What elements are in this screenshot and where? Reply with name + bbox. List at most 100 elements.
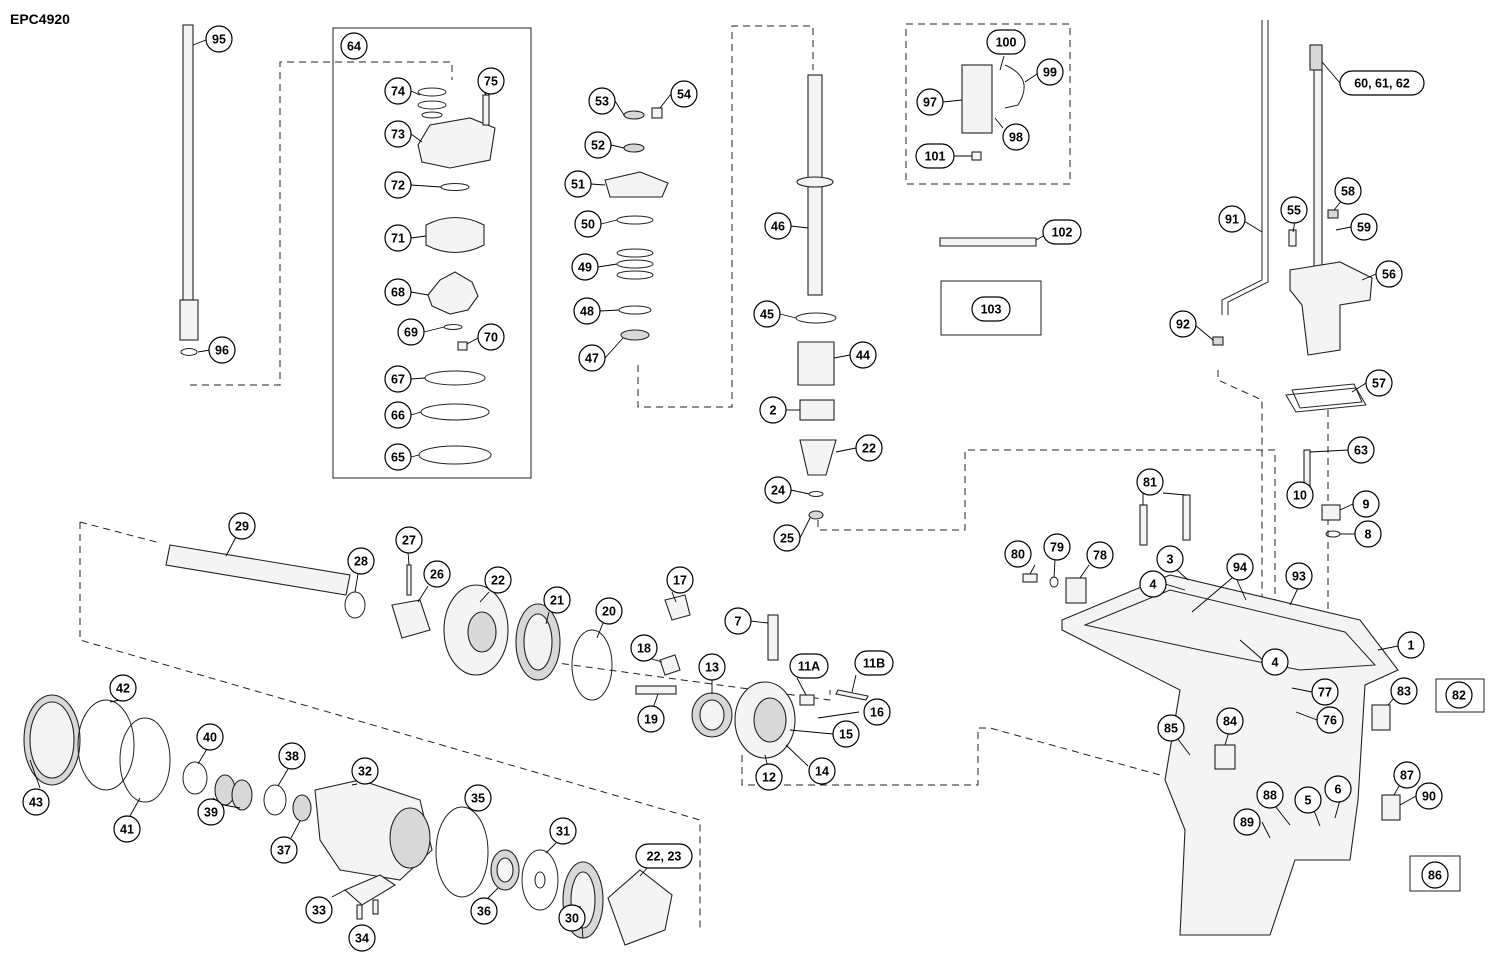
callout-64[interactable]: 64 xyxy=(340,32,368,60)
callout-39[interactable]: 39 xyxy=(197,798,225,826)
callout-78[interactable]: 78 xyxy=(1086,541,1114,569)
callout-60-61-62[interactable]: 60, 61, 62 xyxy=(1339,70,1425,96)
callout-93[interactable]: 93 xyxy=(1285,562,1313,590)
callout-52[interactable]: 52 xyxy=(584,131,612,159)
callout-65[interactable]: 65 xyxy=(384,443,412,471)
callout-48[interactable]: 48 xyxy=(573,297,601,325)
callout-1[interactable]: 1 xyxy=(1397,631,1425,659)
callout-84[interactable]: 84 xyxy=(1216,707,1244,735)
callout-68[interactable]: 68 xyxy=(384,278,412,306)
callout-17[interactable]: 17 xyxy=(666,566,694,594)
callout-92[interactable]: 92 xyxy=(1169,310,1197,338)
callout-82[interactable]: 82 xyxy=(1445,681,1473,709)
callout-56[interactable]: 56 xyxy=(1375,260,1403,288)
callout-71[interactable]: 71 xyxy=(384,224,412,252)
callout-75[interactable]: 75 xyxy=(477,67,505,95)
callout-45[interactable]: 45 xyxy=(753,300,781,328)
callout-26[interactable]: 26 xyxy=(423,560,451,588)
callout-73[interactable]: 73 xyxy=(384,120,412,148)
callout-79[interactable]: 79 xyxy=(1043,533,1071,561)
callout-30[interactable]: 30 xyxy=(558,904,586,932)
callout-58[interactable]: 58 xyxy=(1334,177,1362,205)
callout-85[interactable]: 85 xyxy=(1157,714,1185,742)
callout-28[interactable]: 28 xyxy=(347,547,375,575)
callout-41[interactable]: 41 xyxy=(113,815,141,843)
callout-3[interactable]: 3 xyxy=(1156,545,1184,573)
callout-80[interactable]: 80 xyxy=(1004,540,1032,568)
callout-70[interactable]: 70 xyxy=(477,323,505,351)
callout-9[interactable]: 9 xyxy=(1352,490,1380,518)
callout-22-pinion[interactable]: 22 xyxy=(855,434,883,462)
callout-89[interactable]: 89 xyxy=(1233,808,1261,836)
callout-42[interactable]: 42 xyxy=(109,674,137,702)
callout-88[interactable]: 88 xyxy=(1256,781,1284,809)
callout-14[interactable]: 14 xyxy=(808,757,836,785)
callout-103[interactable]: 103 xyxy=(971,296,1011,322)
callout-46[interactable]: 46 xyxy=(764,212,792,240)
callout-35[interactable]: 35 xyxy=(464,784,492,812)
callout-13[interactable]: 13 xyxy=(698,653,726,681)
callout-20[interactable]: 20 xyxy=(595,597,623,625)
callout-81[interactable]: 81 xyxy=(1136,468,1164,496)
callout-50[interactable]: 50 xyxy=(574,210,602,238)
callout-43[interactable]: 43 xyxy=(22,788,50,816)
callout-31[interactable]: 31 xyxy=(549,817,577,845)
callout-37[interactable]: 37 xyxy=(270,836,298,864)
callout-5[interactable]: 5 xyxy=(1294,786,1322,814)
callout-83[interactable]: 83 xyxy=(1390,677,1418,705)
callout-44[interactable]: 44 xyxy=(849,341,877,369)
callout-19[interactable]: 19 xyxy=(637,705,665,733)
callout-77[interactable]: 77 xyxy=(1311,678,1339,706)
callout-22-23[interactable]: 22, 23 xyxy=(635,843,693,869)
callout-27[interactable]: 27 xyxy=(395,526,423,554)
callout-97[interactable]: 97 xyxy=(916,88,944,116)
callout-67[interactable]: 67 xyxy=(384,365,412,393)
callout-32[interactable]: 32 xyxy=(351,757,379,785)
callout-21[interactable]: 21 xyxy=(543,586,571,614)
callout-87[interactable]: 87 xyxy=(1393,761,1421,789)
callout-38[interactable]: 38 xyxy=(278,742,306,770)
callout-11A[interactable]: 11A xyxy=(789,653,829,679)
callout-7[interactable]: 7 xyxy=(724,607,752,635)
callout-16[interactable]: 16 xyxy=(863,698,891,726)
callout-11B[interactable]: 11B xyxy=(854,650,894,676)
callout-6[interactable]: 6 xyxy=(1324,775,1352,803)
callout-91[interactable]: 91 xyxy=(1218,205,1246,233)
callout-34[interactable]: 34 xyxy=(348,924,376,952)
callout-63[interactable]: 63 xyxy=(1347,436,1375,464)
callout-40[interactable]: 40 xyxy=(196,723,224,751)
callout-15[interactable]: 15 xyxy=(832,720,860,748)
callout-29[interactable]: 29 xyxy=(228,512,256,540)
callout-51[interactable]: 51 xyxy=(564,170,592,198)
callout-18[interactable]: 18 xyxy=(630,634,658,662)
callout-59[interactable]: 59 xyxy=(1350,213,1378,241)
callout-72[interactable]: 72 xyxy=(384,171,412,199)
callout-99[interactable]: 99 xyxy=(1036,58,1064,86)
callout-69[interactable]: 69 xyxy=(397,318,425,346)
callout-24[interactable]: 24 xyxy=(764,476,792,504)
callout-102[interactable]: 102 xyxy=(1042,219,1082,245)
callout-2[interactable]: 2 xyxy=(759,396,787,424)
callout-86[interactable]: 86 xyxy=(1421,861,1449,889)
callout-90[interactable]: 90 xyxy=(1415,782,1443,810)
callout-25[interactable]: 25 xyxy=(773,524,801,552)
callout-95[interactable]: 95 xyxy=(205,25,233,53)
callout-98[interactable]: 98 xyxy=(1002,123,1030,151)
callout-100[interactable]: 100 xyxy=(986,29,1026,55)
callout-96[interactable]: 96 xyxy=(208,336,236,364)
callout-4-lower[interactable]: 4 xyxy=(1261,648,1289,676)
callout-4-upper[interactable]: 4 xyxy=(1139,570,1167,598)
callout-49[interactable]: 49 xyxy=(571,253,599,281)
callout-57[interactable]: 57 xyxy=(1365,369,1393,397)
callout-53[interactable]: 53 xyxy=(588,87,616,115)
callout-36[interactable]: 36 xyxy=(470,897,498,925)
callout-54[interactable]: 54 xyxy=(670,80,698,108)
callout-74[interactable]: 74 xyxy=(384,77,412,105)
callout-55[interactable]: 55 xyxy=(1280,196,1308,224)
callout-12[interactable]: 12 xyxy=(755,763,783,791)
callout-66[interactable]: 66 xyxy=(384,401,412,429)
callout-76[interactable]: 76 xyxy=(1316,706,1344,734)
callout-10[interactable]: 10 xyxy=(1286,481,1314,509)
callout-22-forward[interactable]: 22 xyxy=(484,566,512,594)
callout-47[interactable]: 47 xyxy=(578,344,606,372)
